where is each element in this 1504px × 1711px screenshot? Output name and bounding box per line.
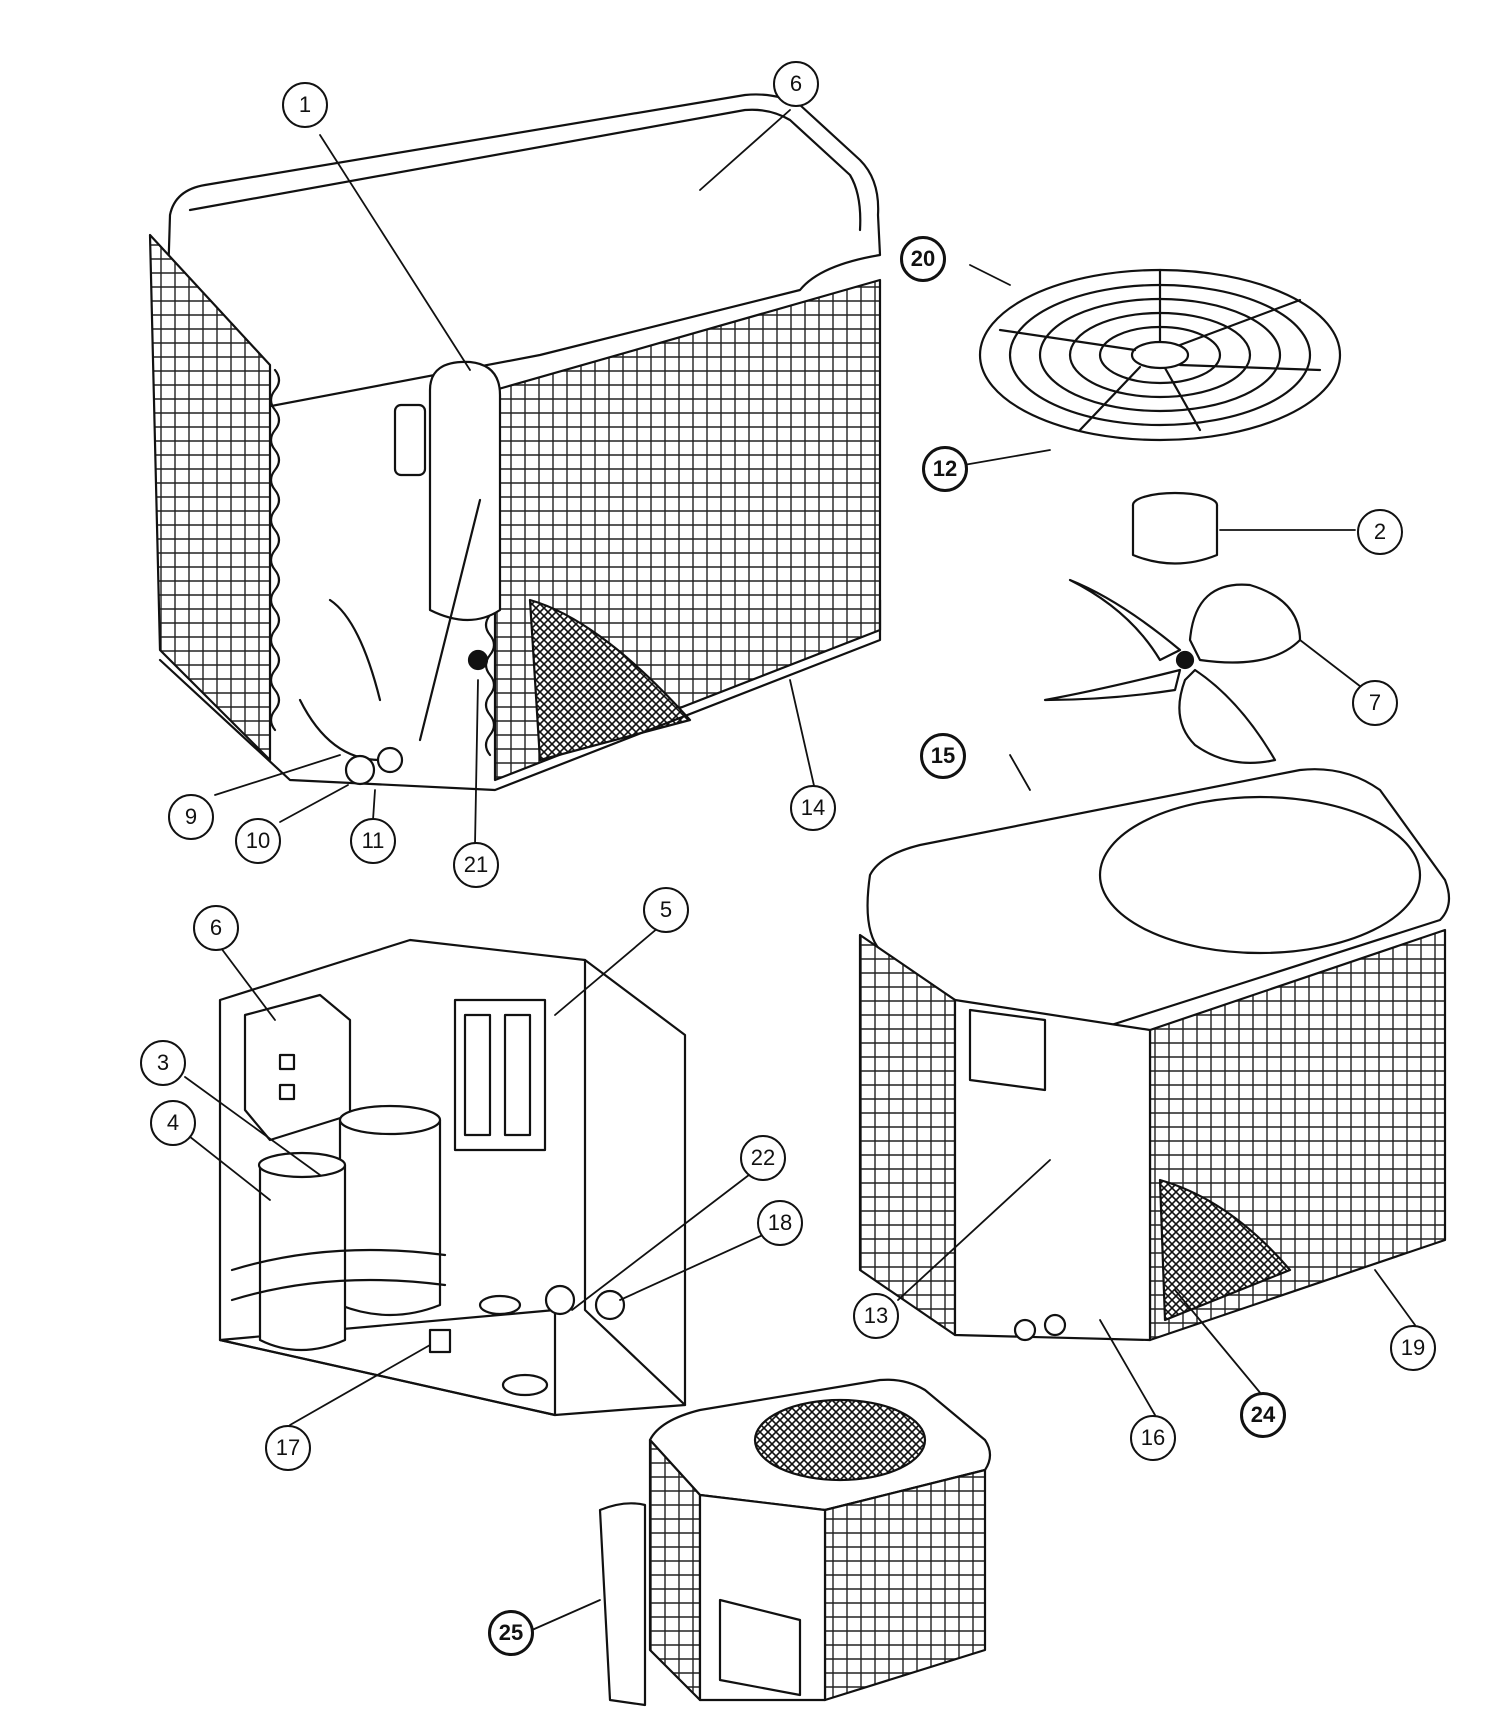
left-coil-grille	[148, 233, 272, 762]
base-pan	[158, 598, 882, 792]
callout-16: 16	[1130, 1415, 1176, 1461]
callout-9: 9	[168, 794, 214, 840]
cabinet-left-grille	[858, 933, 957, 1337]
callout-21: 21	[453, 842, 499, 888]
callout-25: 25	[488, 1610, 534, 1656]
compressor-body	[428, 360, 502, 621]
fan-blade	[1043, 578, 1302, 764]
callout-18: 18	[757, 1200, 803, 1246]
dual-capacitor	[338, 1108, 442, 1317]
access-panel	[598, 1502, 647, 1707]
service-panel	[953, 998, 1152, 1342]
callout-3: 3	[140, 1040, 186, 1086]
callout-12: 12	[922, 446, 968, 492]
relay-box	[243, 993, 352, 1142]
fan-opening	[1098, 795, 1422, 955]
callout-14: 14	[790, 785, 836, 831]
callout-24: 24	[1240, 1392, 1286, 1438]
callout-4: 4	[150, 1100, 196, 1146]
callout-7: 7	[1352, 680, 1398, 726]
callout-8: 6	[773, 61, 819, 107]
callout-6: 6	[193, 905, 239, 951]
leader-lines	[174, 109, 1416, 1631]
callout-5: 5	[643, 887, 689, 933]
outer-cabinet	[858, 768, 1451, 1342]
callout-13: 13	[853, 1293, 899, 1339]
callout-11: 11	[350, 818, 396, 864]
callout-19: 19	[1390, 1325, 1436, 1371]
condenser-coil-assembly	[148, 93, 882, 792]
callout-17: 17	[265, 1425, 311, 1471]
assembled-unit	[598, 1378, 992, 1707]
callout-10: 10	[235, 818, 281, 864]
callout-20: 20	[900, 236, 946, 282]
fan-guard	[978, 268, 1342, 442]
control-panel	[218, 938, 687, 1417]
fan-capacitor	[258, 1153, 347, 1352]
callout-15: 15	[920, 733, 966, 779]
callout-22: 22	[740, 1135, 786, 1181]
fan-motor	[1131, 491, 1219, 565]
callout-1: 1	[282, 82, 328, 128]
callout-2: 2	[1357, 509, 1403, 555]
